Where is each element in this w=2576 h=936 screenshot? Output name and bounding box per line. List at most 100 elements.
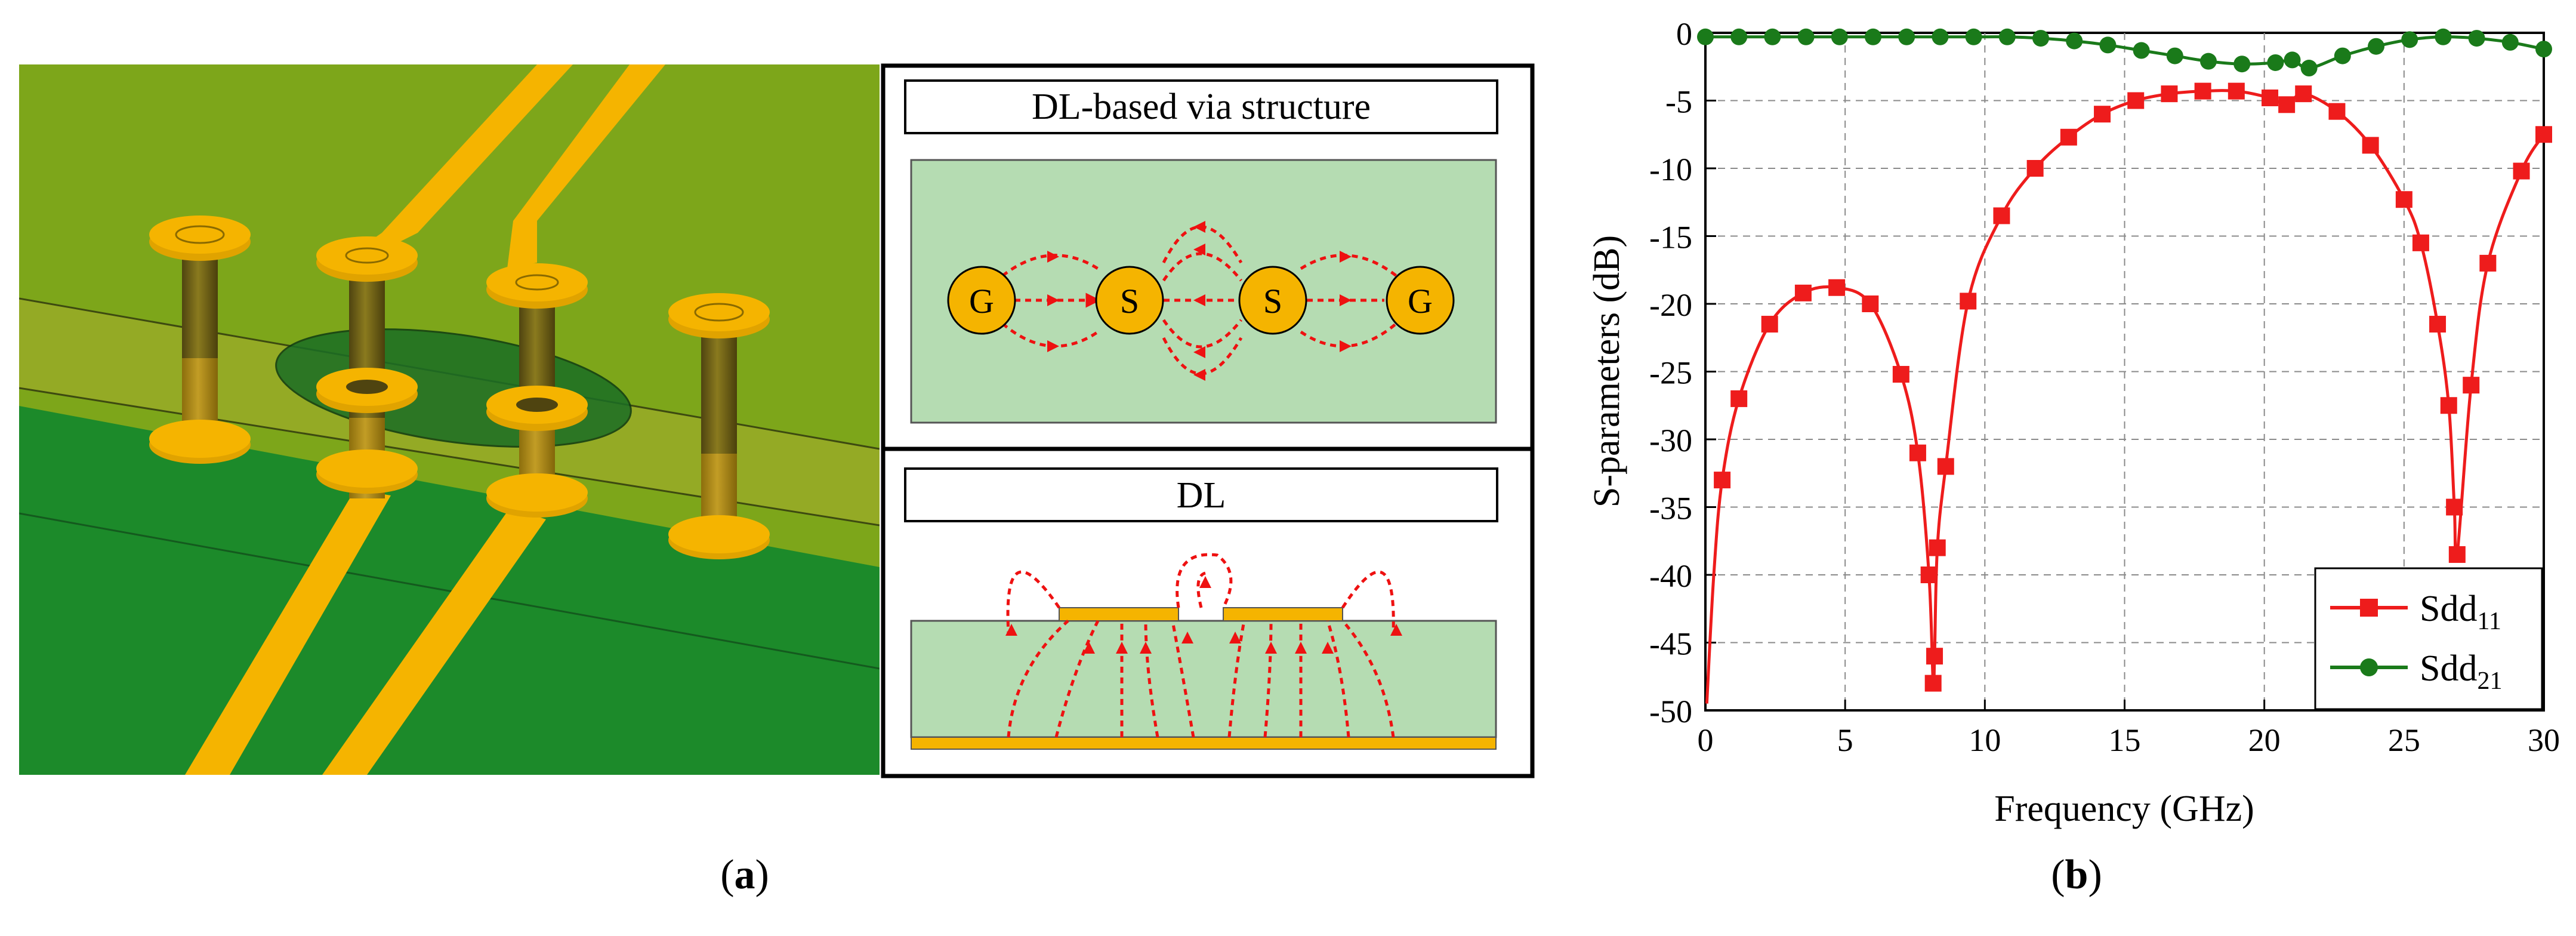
via-signal-left: [316, 236, 418, 498]
data-point-sdd21: [1998, 28, 2016, 45]
y-axis-label: S-parameters (dB): [1587, 235, 1627, 507]
data-point-sdd21: [2200, 53, 2217, 70]
data-point-sdd21: [2401, 31, 2418, 48]
data-point-sdd11: [1924, 675, 1942, 692]
data-point-sdd11: [2262, 89, 2279, 106]
x-tick-label: 10: [1969, 722, 2001, 758]
data-point-sdd11: [2278, 96, 2296, 113]
data-point-sdd11: [1909, 444, 1926, 461]
legend-marker-sdd21: [2360, 658, 2378, 676]
data-point-sdd11: [2513, 162, 2530, 180]
data-point-sdd21: [1932, 28, 1949, 45]
data-point-sdd11: [1862, 295, 1879, 312]
via-nodes: G S S G: [947, 266, 1455, 335]
data-point-sdd11: [2328, 103, 2346, 120]
node-label-s1: S: [1120, 282, 1139, 321]
via-structure-title-box: [904, 79, 1498, 134]
x-tick-label: 30: [2528, 722, 2560, 758]
y-tick-label: -15: [1649, 220, 1692, 255]
dl-field-lines: [1006, 553, 1395, 738]
data-point-sdd21: [1697, 28, 1714, 45]
data-point-sdd11: [2228, 82, 2245, 100]
via-signal-right: [486, 263, 588, 518]
y-tick-label: -25: [1649, 355, 1692, 391]
layer-edge: [19, 512, 880, 670]
dl-title-box: [904, 467, 1498, 522]
data-point-sdd21: [1898, 28, 1915, 45]
field-arrowheads-top: [1047, 221, 1352, 381]
x-tick-label: 5: [1837, 722, 1853, 758]
x-tick-label: 15: [2109, 722, 2141, 758]
data-point-sdd11: [2161, 85, 2178, 103]
node-label-g1: G: [969, 282, 994, 321]
data-point-sdd11: [2535, 126, 2552, 143]
bottom-trace-right: [322, 507, 546, 775]
data-point-sdd21: [2066, 32, 2083, 50]
data-point-sdd11: [1714, 472, 1731, 489]
data-point-sdd21: [2535, 41, 2552, 58]
data-point-sdd11: [2194, 82, 2211, 100]
dl-signal-strip-left: [1059, 607, 1179, 621]
caption-a: (a): [720, 852, 769, 898]
legend-marker-sdd11: [2360, 599, 2378, 617]
data-point-sdd11: [1730, 390, 1748, 407]
legend-box: [2314, 567, 2543, 710]
y-tick-label: -45: [1649, 626, 1692, 662]
data-point-sdd11: [2362, 137, 2379, 154]
y-tick-label: -5: [1665, 84, 1692, 120]
node-label-g2: G: [1408, 282, 1433, 321]
via-structure-title: DL-based via structure: [1032, 87, 1371, 127]
dl-ground-plane: [911, 737, 1497, 750]
data-point-sdd21: [1831, 28, 1848, 45]
data-point-sdd11: [2395, 191, 2413, 208]
data-point-sdd21: [1730, 28, 1748, 45]
dl-dielectric: [910, 620, 1497, 738]
data-point-sdd11: [1960, 292, 1977, 310]
node-label-s2: S: [1263, 282, 1282, 321]
y-tick-label: -30: [1649, 423, 1692, 458]
data-point-sdd11: [1828, 279, 1846, 296]
data-point-sdd11: [2026, 160, 2044, 177]
y-axis-ticks: 0-5-10-15-20-25-30-35-40-45-50: [1649, 16, 1716, 729]
y-tick-label: -50: [1649, 694, 1692, 729]
x-axis-label: Frequency (GHz): [1994, 789, 2254, 829]
data-point-sdd11: [1937, 458, 1954, 475]
y-tick-label: -20: [1649, 287, 1692, 323]
y-tick-label: 0: [1676, 16, 1692, 52]
y-tick-label: -35: [1649, 491, 1692, 526]
data-point-sdd21: [2284, 51, 2301, 69]
dl-arrowheads: [1005, 576, 1402, 654]
series-markers: [1697, 28, 2552, 692]
y-tick-label: -10: [1649, 152, 1692, 187]
bottom-trace-left: [185, 489, 391, 775]
data-point-sdd11: [2127, 92, 2145, 109]
legend: Sdd11 Sdd21: [2314, 567, 2543, 710]
data-point-sdd21: [1764, 28, 1781, 45]
data-point-sdd21: [1865, 28, 1881, 45]
data-point-sdd11: [2060, 128, 2077, 146]
via-ground-left: [149, 215, 251, 464]
legend-label-sdd11: Sdd11: [2420, 589, 2501, 635]
data-point-sdd11: [2412, 234, 2429, 251]
data-point-sdd11: [2446, 498, 2463, 516]
top-trace-right: [507, 64, 665, 269]
data-point-sdd21: [2368, 38, 2384, 55]
data-point-sdd11: [2440, 397, 2457, 414]
data-point-sdd11: [2463, 377, 2480, 394]
data-point-sdd21: [1965, 28, 1982, 45]
data-point-sdd11: [2479, 254, 2497, 272]
data-point-sdd11: [2094, 106, 2111, 123]
data-point-sdd11: [1761, 316, 1778, 333]
data-point-sdd21: [2334, 47, 2351, 64]
via-3d-render: [19, 64, 880, 775]
data-point-sdd11: [1993, 207, 2010, 224]
data-point-sdd21: [2468, 30, 2485, 47]
data-point-sdd21: [2435, 28, 2452, 45]
data-point-sdd21: [2032, 30, 2049, 47]
data-point-sdd21: [2267, 54, 2284, 71]
data-point-sdd21: [2501, 33, 2519, 51]
data-point-sdd11: [1920, 566, 1938, 583]
schematic-frame: DL-based via structure: [881, 63, 1535, 778]
